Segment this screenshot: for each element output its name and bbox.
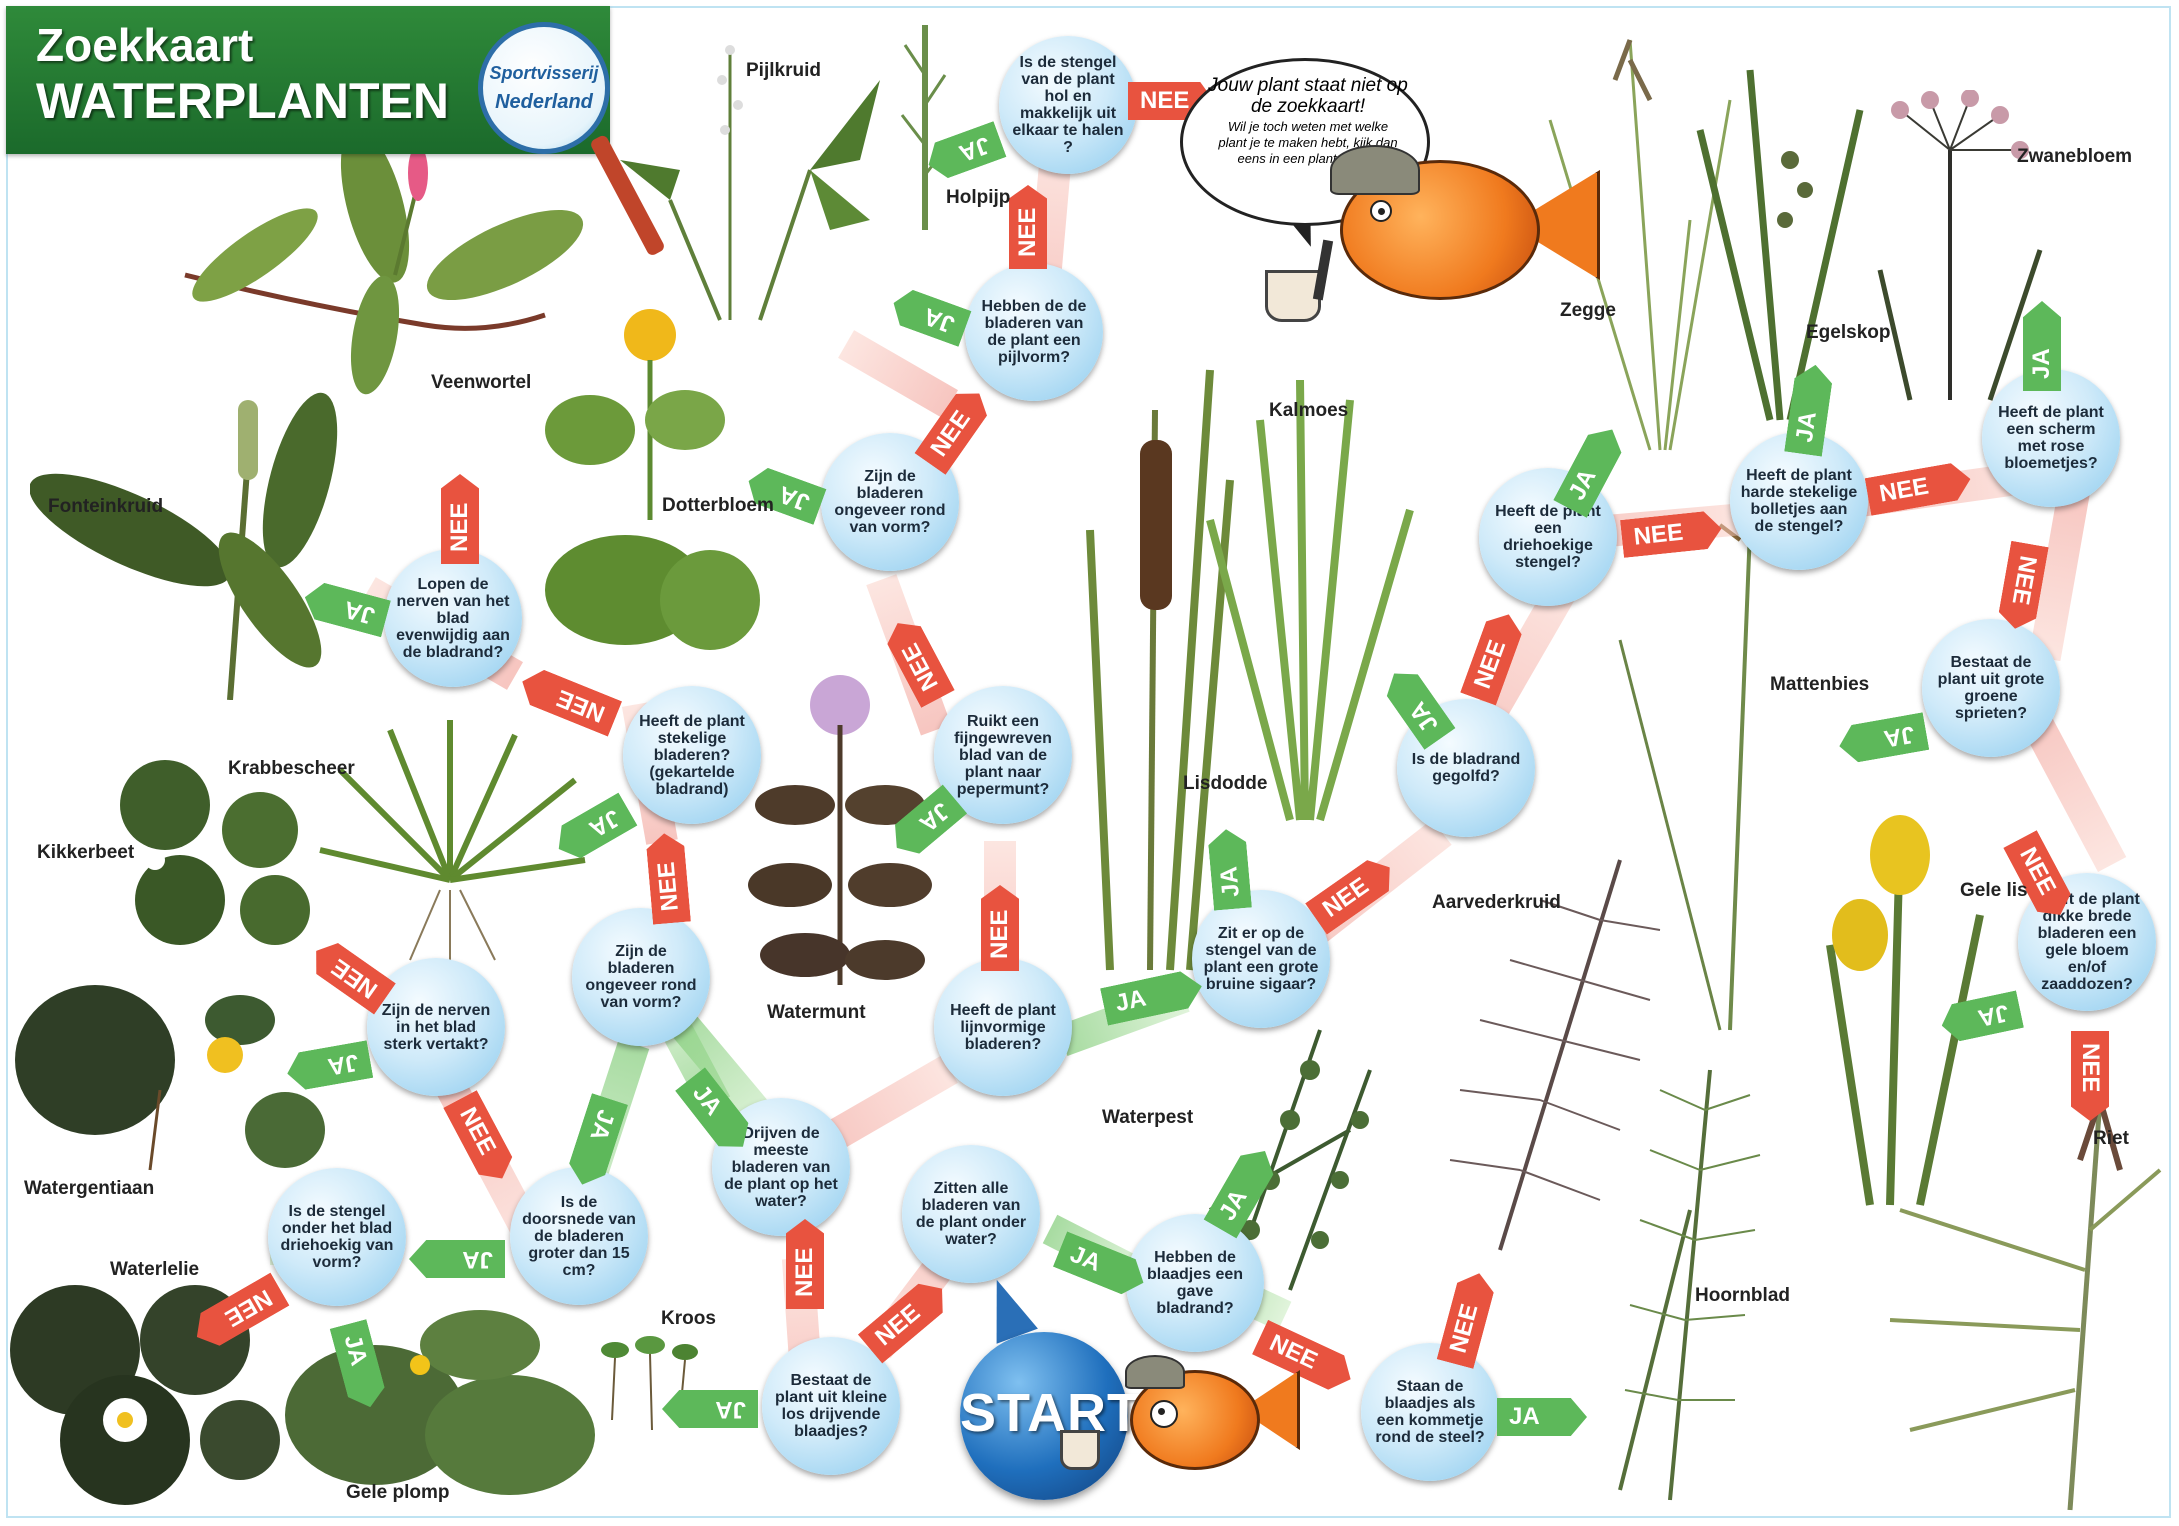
question-node[interactable]: Zit er op de stengel van de plant een gr…	[1192, 890, 1330, 1028]
fonteinkruid-illustration	[30, 370, 370, 700]
riet-illustration	[1870, 1090, 2170, 1520]
plant-label: Dotterbloem	[662, 495, 774, 517]
plant-label: Gele lis	[1960, 880, 2028, 902]
question-node[interactable]: Lopen de nerven van het blad evenwijdig …	[384, 549, 522, 687]
start-button[interactable]: START	[960, 1332, 1128, 1500]
title-line-1: Zoekkaart	[36, 18, 253, 72]
plant-label: Pijlkruid	[746, 60, 821, 82]
plant-label: Egelskop	[1806, 322, 1890, 344]
no-arrow: NEE	[2071, 1031, 2109, 1121]
no-arrow: NEE	[441, 474, 479, 564]
question-node[interactable]: Hebben de blaadjes een gave bladrand?	[1126, 1214, 1264, 1352]
fish-eye	[1370, 200, 1392, 222]
kalmoes-illustration	[1200, 360, 1420, 830]
gele-plomp-illustration	[280, 1305, 600, 1505]
plant-label: Riet	[2093, 1128, 2129, 1150]
kikkerbeet-illustration	[110, 760, 310, 950]
plant-label: Waterpest	[1102, 1107, 1193, 1129]
watergentiaan-illustration	[10, 980, 330, 1190]
start-label: START	[960, 1382, 1128, 1444]
title-line-2: WATERPLANTEN	[36, 72, 449, 130]
question-node[interactable]: Zijn de bladeren ongeveer rond van vorm?	[572, 908, 710, 1046]
plant-label: Hoornblad	[1695, 1285, 1790, 1307]
yes-arrow: JA	[2023, 301, 2061, 391]
plant-label: Holpijp	[946, 187, 1010, 209]
sportvisserij-logo: Sportvisserij Nederland	[478, 22, 610, 154]
plant-label: Watermunt	[767, 1002, 866, 1024]
speech-bubble-text: Jouw plant staat niet op de zoekkaart!	[1203, 75, 1413, 117]
krabbescheer-illustration	[300, 710, 600, 970]
magnifier-icon	[1150, 1400, 1178, 1428]
plant-label: Kikkerbeet	[37, 842, 134, 864]
logo-text-1: Sportvisserij	[483, 63, 605, 84]
plant-label: Veenwortel	[431, 372, 531, 394]
plant-label: Lisdodde	[1183, 773, 1267, 795]
question-node[interactable]: Zitten alle bladeren van de plant onder …	[902, 1145, 1040, 1283]
question-node[interactable]: Hebben de de bladeren van de plant een p…	[965, 263, 1103, 401]
plant-label: Fonteinkruid	[48, 496, 163, 518]
yes-arrow: JA	[409, 1240, 505, 1278]
detective-fish-top	[1310, 140, 1600, 320]
question-node[interactable]: Is de stengel van de plant hol en makkel…	[999, 36, 1137, 174]
no-arrow: NEE	[786, 1219, 824, 1309]
dotterbloem-illustration	[535, 300, 765, 660]
plant-label: Gele plomp	[346, 1482, 449, 1504]
question-node[interactable]: Heeft de plant lijnvormige bladeren?	[934, 958, 1072, 1096]
deerstalker-hat-icon	[1330, 145, 1420, 195]
plant-label: Zwanebloem	[2017, 146, 2132, 168]
plant-label: Krabbescheer	[228, 758, 355, 780]
plant-label: Kalmoes	[1269, 400, 1348, 422]
yes-arrow: JA	[1497, 1398, 1587, 1436]
mattenbies-illustration	[1600, 520, 1840, 1040]
plant-label: Mattenbies	[1770, 674, 1869, 696]
plant-label: Kroos	[661, 1308, 716, 1330]
zwanebloem-illustration	[1850, 90, 2050, 410]
plant-label: Aarvederkruid	[1432, 892, 1561, 914]
question-node[interactable]: Is de stengel onder het blad driehoekig …	[268, 1168, 406, 1306]
no-arrow: NEE	[1009, 185, 1047, 269]
logo-text-2: Nederland	[483, 91, 605, 114]
hoornblad-illustration	[1560, 1050, 1820, 1510]
question-node[interactable]: Staan de blaadjes als een kommetje rond …	[1361, 1343, 1499, 1481]
plant-label: Waterlelie	[110, 1259, 199, 1281]
yes-arrow: JA	[662, 1390, 758, 1428]
deerstalker-hat-icon	[1125, 1355, 1185, 1389]
pipe-icon	[1060, 1430, 1100, 1470]
question-node[interactable]: Heeft de plant stekelige bladeren? (geka…	[623, 686, 761, 824]
question-node[interactable]: Is de doorsnede van de bladeren groter d…	[510, 1167, 648, 1305]
detective-fish-start	[1120, 1350, 1300, 1500]
plant-label: Watergentiaan	[24, 1178, 154, 1200]
question-node[interactable]: Bestaat de plant uit grote groene spriet…	[1922, 619, 2060, 757]
no-arrow: NEE	[981, 885, 1019, 971]
